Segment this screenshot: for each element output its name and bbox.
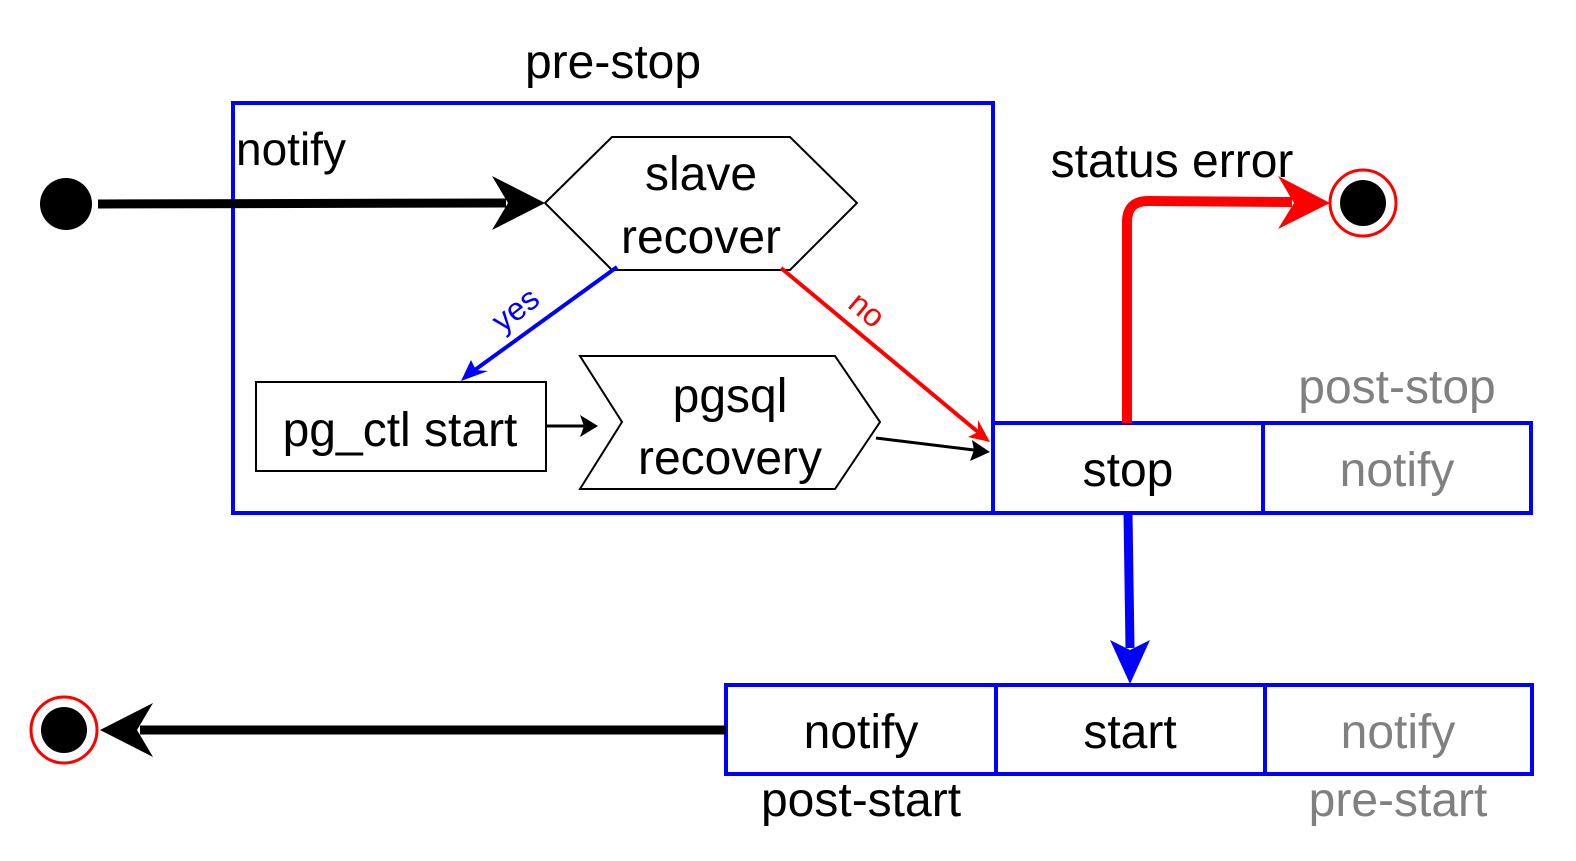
yes-arrowhead [461, 360, 488, 381]
status-error-path [1122, 195, 1293, 423]
notify-post-stop-cell [1261, 421, 1533, 515]
exit-arrowhead [100, 703, 153, 757]
pre-start-label: pre-start [1309, 774, 1488, 827]
entry-arrow-line [97, 198, 507, 209]
notify-pre-start-cell [1263, 683, 1534, 776]
status-error-label: status error [1051, 135, 1294, 188]
pgsql-to-stop-line [875, 436, 975, 452]
pgsql-recovery-text-1: pgsql [673, 370, 788, 423]
post-start-label: post-start [761, 774, 961, 827]
no-arrow-line [779, 266, 980, 434]
post-stop-label: post-stop [1298, 361, 1495, 414]
pg-ctl-to-pgsql-arrowhead [580, 415, 598, 437]
final-state-error-dot [1340, 180, 1386, 226]
pg-ctl-start-node [255, 381, 547, 472]
notify-post-start-text: notify [804, 706, 919, 759]
stop-to-start-line [1123, 512, 1135, 649]
pg-ctl-start-text: pg_ctl start [283, 404, 518, 457]
pgsql-recovery-text-2: recovery [638, 432, 822, 485]
slave-recover-text-2: recover [621, 211, 781, 264]
entry-arrowhead [492, 176, 545, 230]
yes-label: yes [485, 280, 546, 339]
stop-text: stop [1083, 444, 1174, 497]
slave-recover-text-1: slave [645, 148, 757, 201]
pgsql-recovery-node [578, 355, 882, 490]
stop-to-start-arrowhead [1110, 640, 1150, 684]
no-arrowhead [968, 420, 990, 442]
status-error-arrowhead [1278, 176, 1330, 229]
pre-stop-container [231, 101, 995, 515]
initial-state-node [40, 178, 92, 230]
pgsql-to-stop-arrowhead [970, 440, 990, 461]
pre-stop-label: pre-stop [525, 36, 701, 89]
notify-pre-start-text: notify [1341, 706, 1456, 759]
yes-arrow-line [470, 265, 619, 374]
start-text: start [1083, 706, 1176, 759]
notify-entry-label: notify [236, 123, 346, 175]
final-state-exit-dot [41, 707, 87, 753]
notify-post-stop-text: notify [1340, 444, 1455, 497]
